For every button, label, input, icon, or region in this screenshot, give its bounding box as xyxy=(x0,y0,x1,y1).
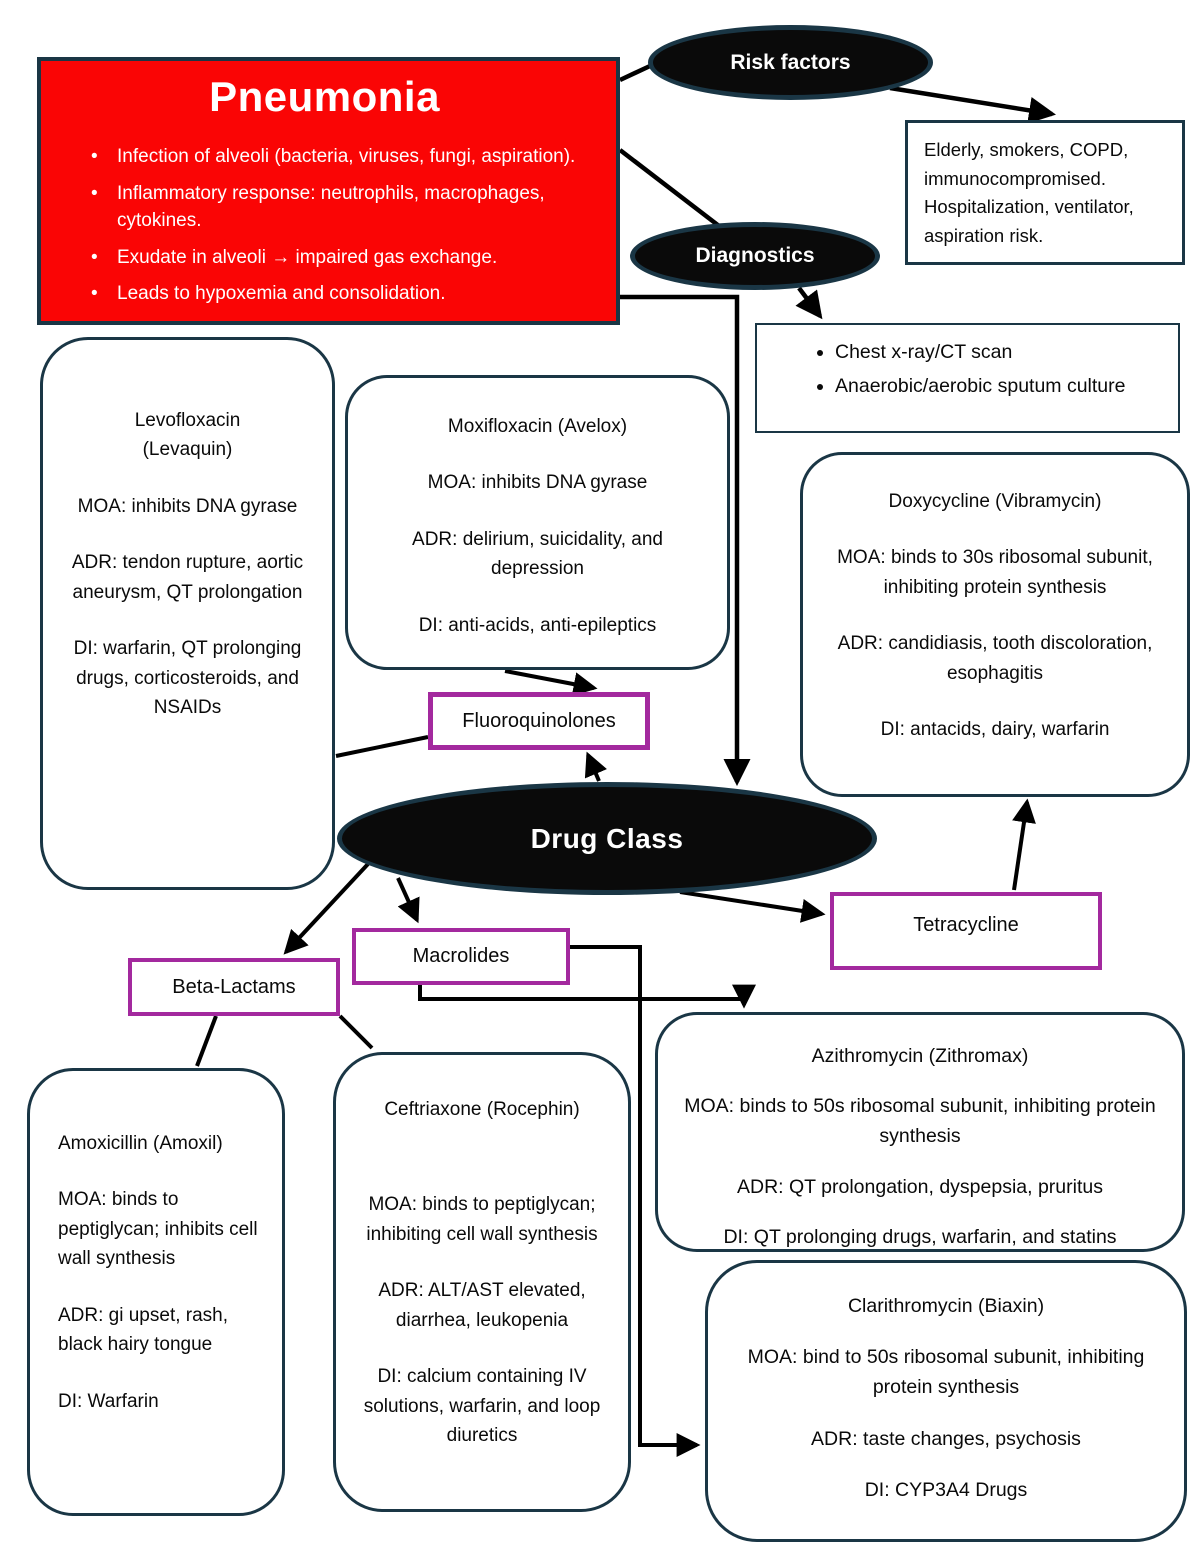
arrow-pneumonia-to-drug-class xyxy=(620,294,751,787)
arrow-macrolides-to-azithromycin xyxy=(418,984,756,1009)
macrolides-label: Macrolides xyxy=(412,945,510,967)
arrow-tetracycline-to-doxycycline xyxy=(1012,798,1036,891)
drug-card-moxifloxacin: Moxifloxacin (Avelox) MOA: inhibits DNA … xyxy=(345,375,730,670)
drug-moa: MOA: bind to 50s ribosomal subunit, inhi… xyxy=(747,1346,1145,1399)
drug-card-levofloxacin: Levofloxacin (Levaquin) MOA: inhibits DN… xyxy=(40,337,335,890)
drug-title: Clarithromycin (Biaxin) xyxy=(847,1295,1045,1317)
pneumonia-bullet: Inflammatory response: neutrophils, macr… xyxy=(91,180,588,235)
drug-adr: ADR: QT prolongation, dyspepsia, pruritu… xyxy=(737,1175,1103,1198)
drug-adr: ADR: taste changes, psychosis xyxy=(811,1427,1081,1450)
arrow-drug-class-to-macrolides xyxy=(396,877,420,924)
drug-card-azithromycin: Azithromycin (Zithromax) MOA: binds to 5… xyxy=(655,1012,1185,1252)
drug-card-ceftriaxone: Ceftriaxone (Rocephin) MOA: binds to pep… xyxy=(333,1052,631,1512)
pneumonia-summary-box: Pneumonia Infection of alveoli (bacteria… xyxy=(37,57,620,325)
arrow-drug-class-to-fluoroquinolones xyxy=(584,751,608,782)
pneumonia-bullet: Exudate in alveoli → impaired gas exchan… xyxy=(91,244,588,272)
diagnostics-detail-list: Chest x-ray/CT scan Anaerobic/aerobic sp… xyxy=(815,337,1162,401)
drug-moa: MOA: binds to 50s ribosomal subunit, inh… xyxy=(684,1095,1156,1148)
risk-factors-label: Risk factors xyxy=(730,50,851,74)
risk-factors-detail-text: Elderly, smokers, COPD, immunocompromise… xyxy=(924,139,1134,247)
drug-card-amoxicillin: Amoxicillin (Amoxil) MOA: binds to pepti… xyxy=(27,1068,285,1516)
drug-moa: MOA: binds to peptiglycan; inhibiting ce… xyxy=(366,1194,598,1245)
drug-moa: MOA: binds to 30s ribosomal subunit, inh… xyxy=(837,547,1153,598)
arrow-diagnostics-to-detail xyxy=(795,286,823,320)
drug-card-doxycycline: Doxycycline (Vibramycin) MOA: binds to 3… xyxy=(800,452,1190,797)
drug-di: DI: warfarin, QT prolonging drugs, corti… xyxy=(73,638,302,719)
drug-di: DI: Warfarin xyxy=(58,1390,159,1412)
drug-di: DI: QT prolonging drugs, warfarin, and s… xyxy=(723,1225,1117,1248)
drug-moa: MOA: inhibits DNA gyrase xyxy=(77,495,298,517)
class-box-fluoroquinolones: Fluoroquinolones xyxy=(428,692,650,750)
beta-lactams-label: Beta-Lactams xyxy=(172,975,296,998)
drug-card-clarithromycin: Clarithromycin (Biaxin) MOA: bind to 50s… xyxy=(705,1260,1187,1542)
drug-title: Doxycycline (Vibramycin) xyxy=(888,491,1102,512)
fluoroquinolones-label: Fluoroquinolones xyxy=(462,709,616,732)
pneumonia-bullet: Infection of alveoli (bacteria, viruses,… xyxy=(91,143,588,171)
line-levofloxacin-to-fluoroquinolones xyxy=(335,735,429,758)
line-pneumonia-to-risk-factors xyxy=(619,63,651,83)
class-box-macrolides: Macrolides xyxy=(352,928,570,985)
page-title: Pneumonia xyxy=(209,73,440,120)
arrow-risk-factors-to-detail xyxy=(889,85,1056,124)
risk-factors-node: Risk factors xyxy=(648,25,933,100)
drug-class-node: Drug Class xyxy=(337,782,877,895)
line-beta-lactams-to-ceftriaxone xyxy=(338,1014,374,1050)
diagnostics-node: Diagnostics xyxy=(630,222,880,290)
drug-title: Ceftriaxone (Rocephin) xyxy=(384,1099,580,1120)
drug-di: DI: CYP3A4 Drugs xyxy=(864,1478,1028,1501)
line-beta-lactams-to-amoxicillin xyxy=(195,1015,218,1067)
diagnostics-detail-item: Chest x-ray/CT scan xyxy=(835,337,1162,367)
drug-adr: ADR: ALT/AST elevated, diarrhea, leukope… xyxy=(378,1280,586,1331)
diagnostics-detail-box: Chest x-ray/CT scan Anaerobic/aerobic sp… xyxy=(755,323,1180,433)
tetracycline-label: Tetracycline xyxy=(913,914,1019,936)
drug-adr: ADR: delirium, suicidality, and depressi… xyxy=(412,528,663,580)
arrow-macrolides-to-clarithromycin xyxy=(570,945,701,1457)
drug-title: Azithromycin (Zithromax) xyxy=(811,1045,1029,1067)
pneumonia-bullet-list: Infection of alveoli (bacteria, viruses,… xyxy=(61,143,588,308)
drug-class-label: Drug Class xyxy=(530,822,684,854)
arrow-moxifloxacin-to-fluoroquinolones xyxy=(504,669,598,696)
risk-factors-detail-box: Elderly, smokers, COPD, immunocompromise… xyxy=(905,120,1185,265)
drug-title: Moxifloxacin (Avelox) xyxy=(447,416,628,437)
arrow-drug-class-to-tetracycline xyxy=(679,890,826,923)
diagnostics-detail-item: Anaerobic/aerobic sputum culture xyxy=(835,371,1162,401)
drug-moa: MOA: inhibits DNA gyrase xyxy=(427,472,648,494)
diagnostics-label: Diagnostics xyxy=(695,244,815,267)
drug-adr: ADR: gi upset, rash, black hairy tongue xyxy=(58,1304,229,1356)
class-box-beta-lactams: Beta-Lactams xyxy=(128,958,340,1016)
drug-di: DI: anti-acids, anti-epileptics xyxy=(418,614,657,636)
drug-adr: ADR: candidiasis, tooth discoloration, e… xyxy=(837,633,1153,684)
class-box-tetracycline: Tetracycline xyxy=(830,892,1102,970)
drug-moa: MOA: binds to peptiglycan; inhibits cell… xyxy=(58,1189,258,1270)
drug-title: Levofloxacin (Levaquin) xyxy=(134,410,241,461)
drug-di: DI: calcium containing IV solutions, war… xyxy=(363,1366,601,1447)
pneumonia-bullet: Leads to hypoxemia and consolidation. xyxy=(91,280,588,308)
arrow-drug-class-to-beta-lactams xyxy=(283,862,370,955)
drug-adr: ADR: tendon rupture, aortic aneurysm, QT… xyxy=(71,552,304,603)
drug-di: DI: antacids, dairy, warfarin xyxy=(880,719,1110,741)
drug-title: Amoxicillin (Amoxil) xyxy=(58,1133,223,1154)
